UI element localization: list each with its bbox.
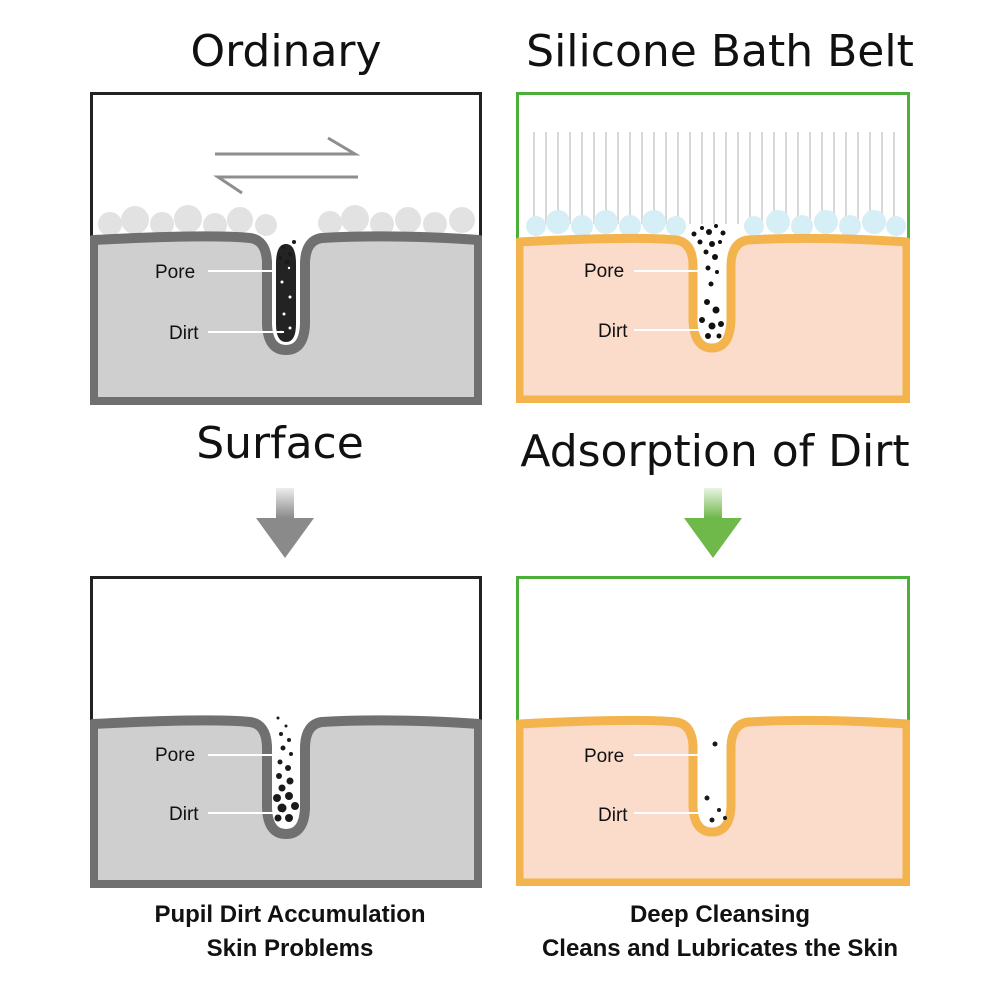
rubbing-arrows-icon xyxy=(213,136,361,195)
down-arrow-icon xyxy=(684,488,742,558)
dirt-label: Dirt xyxy=(169,804,199,825)
dirt-label: Dirt xyxy=(169,323,199,344)
adsorption-heading: Adsorption of Dirt xyxy=(520,426,910,477)
foam-bubbles xyxy=(98,205,475,237)
ordinary-bottom-panel: Pore Dirt xyxy=(90,576,482,888)
silicone-bath-belt-title: Silicone Bath Belt xyxy=(526,26,914,77)
silicone-top-panel: Pore Dirt xyxy=(516,92,910,403)
ordinary-top-panel: Pore Dirt xyxy=(90,92,482,405)
down-arrow-icon xyxy=(256,488,314,558)
silicone-caption-line2: Cleans and Lubricates the Skin xyxy=(541,935,899,962)
surface-heading: Surface xyxy=(196,418,364,469)
ordinary-caption-line2: Skin Problems xyxy=(206,935,374,962)
pore-label: Pore xyxy=(155,745,195,766)
ordinary-caption-line1: Pupil Dirt Accumulation xyxy=(154,901,426,928)
pore-label: Pore xyxy=(584,746,624,767)
dirt-label: Dirt xyxy=(598,805,628,826)
dirt-particles xyxy=(691,224,726,339)
pore-label: Pore xyxy=(155,262,195,283)
ordinary-caption: Pupil Dirt Accumulation Skin Problems xyxy=(110,898,470,966)
silicone-bristles xyxy=(533,132,895,224)
dirt-particles xyxy=(704,741,727,823)
foam-bubbles xyxy=(526,210,906,237)
dirt-particles xyxy=(279,266,292,334)
pore-label: Pore xyxy=(584,261,624,282)
silicone-caption-line1: Deep Cleansing xyxy=(629,901,811,928)
ordinary-title: Ordinary xyxy=(190,26,382,77)
silicone-bottom-panel: Pore Dirt xyxy=(516,576,910,886)
dirt-particles xyxy=(273,716,299,822)
silicone-caption: Deep Cleansing Cleans and Lubricates the… xyxy=(505,898,935,966)
dirt-label: Dirt xyxy=(598,321,628,342)
